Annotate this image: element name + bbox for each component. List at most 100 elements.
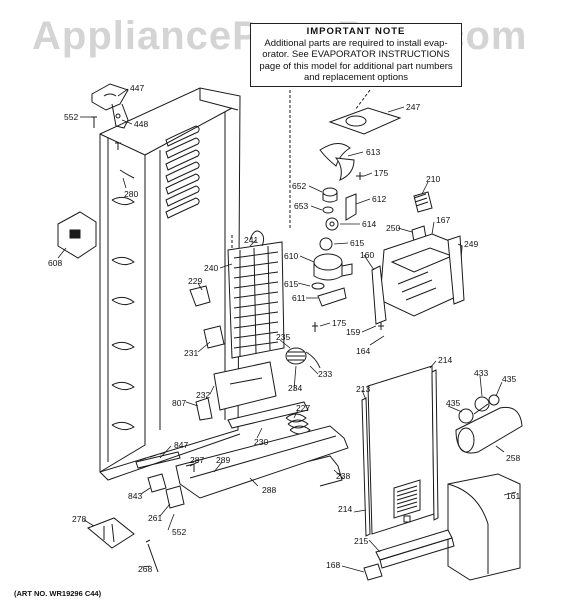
callout-159: 159 bbox=[346, 327, 361, 337]
part-234-damper bbox=[285, 347, 321, 369]
callout-807: 807 bbox=[172, 398, 187, 408]
part-807 bbox=[195, 397, 213, 421]
callout-435: 435 bbox=[502, 374, 517, 384]
part-268 bbox=[145, 539, 159, 573]
callout-612: 612 bbox=[372, 194, 387, 204]
callout-847: 847 bbox=[174, 440, 189, 450]
callout-210: 210 bbox=[426, 174, 441, 184]
callout-235: 235 bbox=[276, 332, 291, 342]
screw-top bbox=[115, 142, 121, 150]
part-232 bbox=[213, 361, 277, 411]
callout-614: 614 bbox=[362, 219, 377, 229]
part-230 bbox=[227, 401, 309, 429]
callout-161: 161 bbox=[506, 491, 521, 501]
callout-233: 233 bbox=[318, 369, 333, 379]
callout-213: 213 bbox=[356, 384, 371, 394]
callout-268: 268 bbox=[138, 564, 153, 574]
callout-288: 288 bbox=[262, 485, 277, 495]
part-hinge-447 bbox=[91, 83, 129, 129]
callout-278: 278 bbox=[72, 514, 87, 524]
callout-leaders bbox=[57, 88, 517, 573]
part-288-drain-pan bbox=[175, 425, 349, 499]
callout-231: 231 bbox=[184, 348, 199, 358]
callout-615: 615 bbox=[350, 238, 365, 248]
callout-241: 241 bbox=[244, 235, 259, 245]
callout-214: 214 bbox=[438, 355, 453, 365]
part-258-lens bbox=[455, 406, 523, 454]
part-608 bbox=[57, 211, 97, 259]
callout-448: 448 bbox=[134, 119, 149, 129]
part-238 bbox=[305, 455, 343, 487]
callout-238: 238 bbox=[336, 471, 351, 481]
callout-435-b: 435 bbox=[446, 398, 461, 408]
part-214-strip bbox=[361, 397, 371, 537]
callout-613: 613 bbox=[366, 147, 381, 157]
callout-615-b: 615 bbox=[284, 279, 299, 289]
callout-214-b: 214 bbox=[338, 504, 353, 514]
art-number: (ART NO. WR19296 C44) bbox=[14, 589, 102, 598]
part-610-fan-motor bbox=[313, 253, 353, 281]
note-line: page of this model for additional part n… bbox=[259, 60, 453, 72]
callout-280: 280 bbox=[124, 189, 139, 199]
callout-653: 653 bbox=[294, 201, 309, 211]
part-614 bbox=[325, 217, 339, 231]
callout-261: 261 bbox=[148, 513, 163, 523]
callout-240: 240 bbox=[204, 263, 219, 273]
callout-230: 230 bbox=[254, 437, 269, 447]
callout-287: 287 bbox=[190, 455, 205, 465]
part-613-fan-blade bbox=[319, 143, 355, 181]
note-heading: IMPORTANT NOTE bbox=[306, 26, 406, 37]
cabinet-side-grooves bbox=[111, 196, 135, 431]
callout-168: 168 bbox=[326, 560, 341, 570]
part-433-socket bbox=[458, 394, 500, 424]
note-line: Additional parts are required to install… bbox=[264, 37, 448, 49]
callout-215: 215 bbox=[354, 536, 369, 546]
callout-175-b: 175 bbox=[332, 318, 347, 328]
callout-167: 167 bbox=[436, 215, 451, 225]
callout-652: 652 bbox=[292, 181, 307, 191]
cabinet-shelf-ribs bbox=[165, 125, 200, 219]
part-247-fan-cover bbox=[328, 107, 402, 135]
part-evaporator bbox=[227, 230, 285, 359]
callout-227: 227 bbox=[296, 403, 311, 413]
part-214-strip-b bbox=[431, 369, 439, 521]
callout-249: 249 bbox=[464, 239, 479, 249]
screw-552 bbox=[91, 116, 97, 128]
callout-552: 552 bbox=[64, 112, 79, 122]
important-note: IMPORTANT NOTE Additional parts are requ… bbox=[250, 23, 462, 87]
callout-552-b: 552 bbox=[172, 527, 187, 537]
part-159 bbox=[378, 322, 384, 330]
part-261 bbox=[165, 485, 185, 509]
part-615a bbox=[319, 237, 333, 251]
part-847 bbox=[135, 451, 181, 469]
part-215-rail bbox=[375, 529, 453, 561]
part-611 bbox=[317, 287, 347, 307]
vent-grille bbox=[393, 479, 421, 519]
callout-232: 232 bbox=[196, 390, 211, 400]
callout-258: 258 bbox=[506, 453, 521, 463]
callout-164: 164 bbox=[356, 346, 371, 356]
cabinet bbox=[99, 87, 241, 481]
callout-843: 843 bbox=[128, 491, 143, 501]
part-249 bbox=[447, 235, 465, 305]
callout-289: 289 bbox=[216, 455, 231, 465]
callout-234: 234 bbox=[288, 383, 303, 393]
part-653 bbox=[322, 206, 334, 214]
callout-175: 175 bbox=[374, 168, 389, 178]
part-843 bbox=[147, 473, 167, 493]
part-161-cover bbox=[447, 473, 521, 581]
note-line: orator. See EVAPORATOR INSTRUCTIONS bbox=[262, 49, 450, 60]
part-652 bbox=[322, 187, 338, 197]
callout-229: 229 bbox=[188, 276, 203, 286]
screw-175a bbox=[356, 172, 364, 180]
callout-160: 160 bbox=[360, 250, 375, 260]
callout-447: 447 bbox=[130, 83, 145, 93]
callout-610: 610 bbox=[284, 251, 299, 261]
part-278 bbox=[87, 517, 135, 549]
part-615b bbox=[311, 282, 325, 290]
screw-175b bbox=[312, 322, 318, 332]
callout-247: 247 bbox=[406, 102, 421, 112]
part-213-panel bbox=[367, 365, 435, 535]
callout-433: 433 bbox=[474, 368, 489, 378]
